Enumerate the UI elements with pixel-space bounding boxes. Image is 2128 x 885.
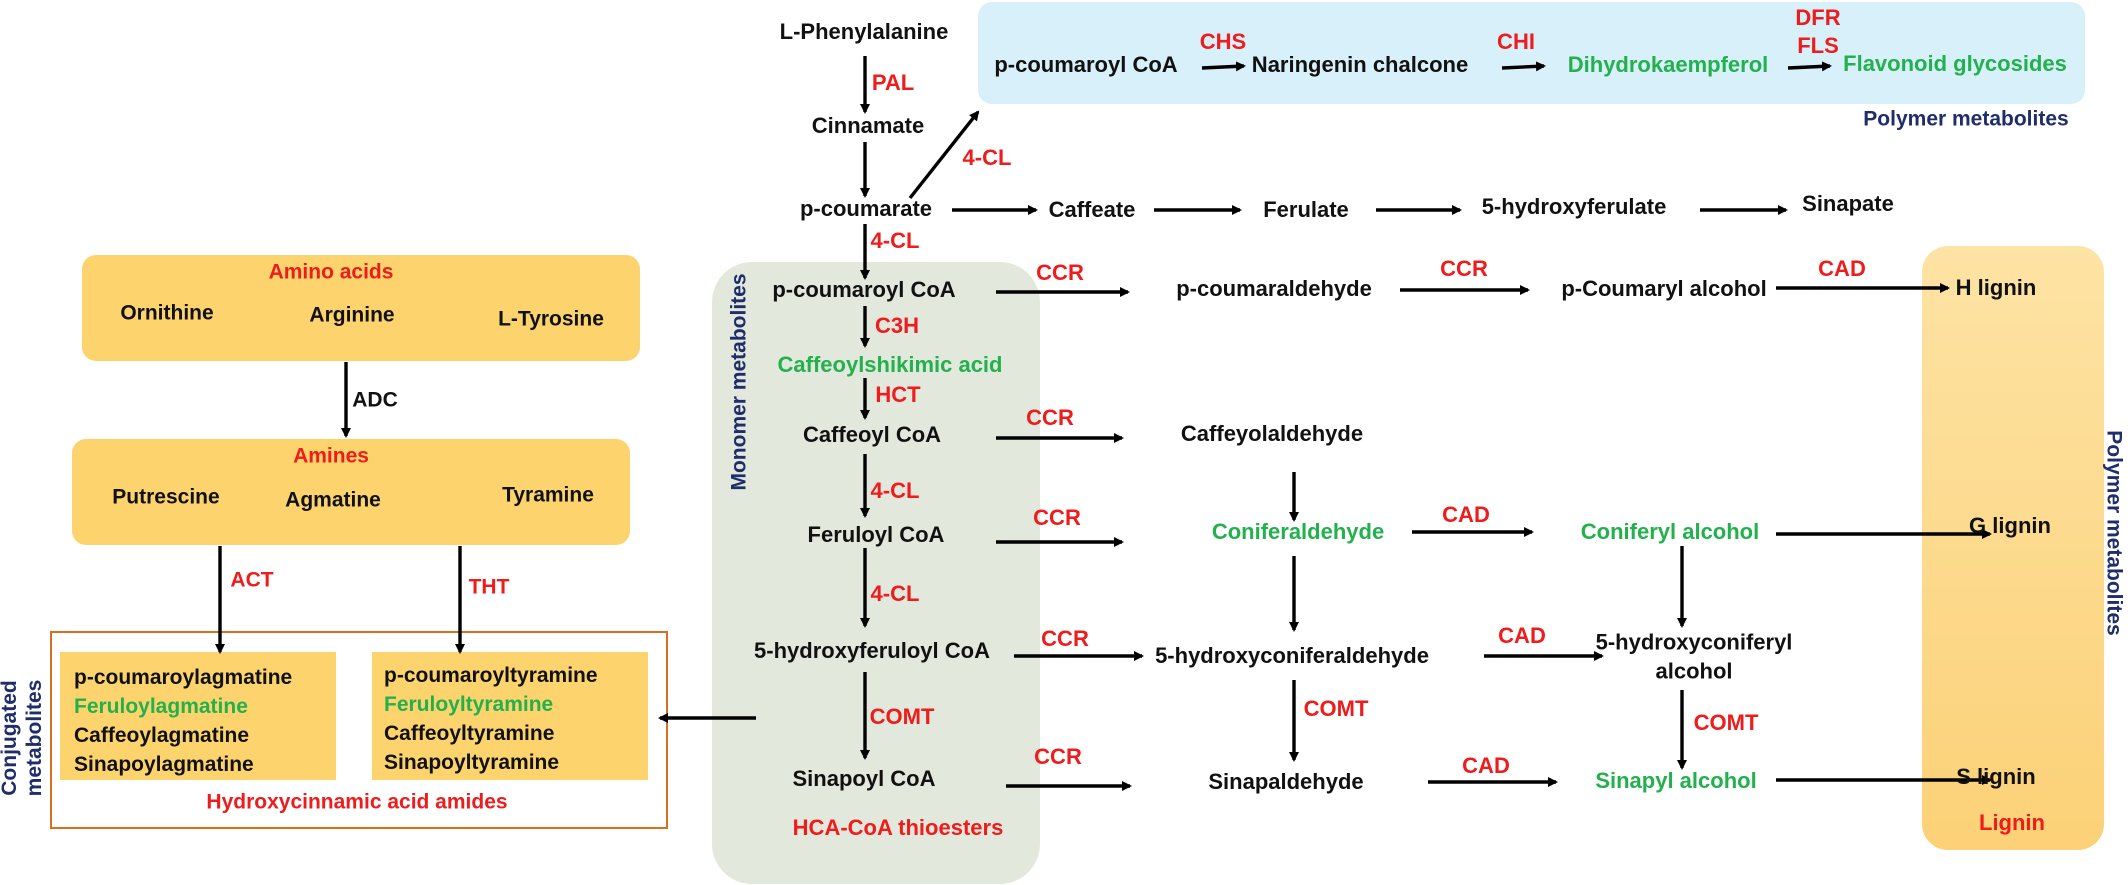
- p-coumaroylagmatine: p-coumaroylagmatine: [74, 666, 293, 689]
- enzyme-act: ACT: [230, 568, 274, 592]
- enzyme-cad-3: CAD: [1498, 623, 1546, 648]
- p-coumaroyl-coa-top: p-coumaroyl CoA: [994, 52, 1178, 77]
- conjugated-metabolites: Conjugated metabolites: [0, 680, 47, 797]
- hca-coa-thioesters: HCA-CoA thioesters: [792, 815, 1004, 840]
- coniferaldehyde: Coniferaldehyde: [1211, 519, 1385, 544]
- tyramine-conjugates: p-coumaroyltyramine Feruloyltyramine Caf…: [384, 661, 598, 777]
- polymer-metabolites-top: Polymer metabolites: [1863, 107, 2069, 131]
- sinapoylagmatine: Sinapoylagmatine: [74, 753, 254, 776]
- enzyme-adc: ADC: [352, 388, 398, 412]
- enzyme-ccr-1: CCR: [1036, 260, 1084, 285]
- s-lignin: S lignin: [1956, 764, 2036, 789]
- enzyme-ccr-4: CCR: [1033, 505, 1081, 530]
- sinapate: Sinapate: [1802, 191, 1894, 216]
- enzyme-cad-4: CAD: [1462, 753, 1510, 778]
- 5-hydroxyconiferyl-alcohol-line2: alcohol: [1655, 658, 1733, 683]
- amino-acids-box: [82, 255, 640, 361]
- enzyme-cad-2: CAD: [1442, 502, 1490, 527]
- ferulate: Ferulate: [1263, 197, 1349, 222]
- polymer-metabolites-side: Polymer metabolites: [2102, 430, 2126, 636]
- amino-acids-title: Amino acids: [268, 260, 394, 284]
- p-coumarate: p-coumarate: [799, 196, 933, 221]
- l-tyrosine: L-Tyrosine: [498, 307, 604, 331]
- agmatine: Agmatine: [285, 488, 381, 512]
- conjugated-metabolites-line2: metabolites: [23, 679, 46, 797]
- enzyme-cad-1: CAD: [1818, 256, 1866, 281]
- 5-hydroxyconiferyl-alcohol: 5-hydroxyconiferyl alcohol: [1596, 628, 1793, 685]
- enzyme-hct: HCT: [875, 382, 921, 407]
- tyramine-conjugates-box: [372, 652, 648, 780]
- 5-hydroxyconiferaldehyde: 5-hydroxyconiferaldehyde: [1155, 643, 1429, 668]
- enzyme-chs: CHS: [1199, 29, 1247, 54]
- p-coumaraldehyde: p-coumaraldehyde: [1176, 276, 1372, 301]
- lignin-label: Lignin: [1979, 810, 2045, 835]
- l-phenylalanine: L-Phenylalanine: [779, 19, 949, 44]
- sinapoyltyramine: Sinapoyltyramine: [384, 751, 560, 774]
- ornithine: Ornithine: [120, 301, 214, 325]
- feruloylagmatine: Feruloylagmatine: [74, 695, 248, 718]
- enzyme-c3h: C3H: [874, 313, 920, 338]
- p-coumaroyl-coa: p-coumaroyl CoA: [772, 277, 956, 302]
- g-lignin: G lignin: [1969, 513, 2051, 538]
- enzyme-4cl-d: 4-CL: [870, 581, 920, 606]
- sinapyl-alcohol: Sinapyl alcohol: [1595, 768, 1757, 793]
- enzyme-tht: THT: [468, 575, 510, 599]
- enzyme-ccr-2: CCR: [1440, 256, 1488, 281]
- sinapoyl-coa: Sinapoyl CoA: [792, 766, 936, 791]
- enzyme-fls: FLS: [1797, 33, 1839, 58]
- enzyme-dfr: DFR: [1795, 5, 1841, 30]
- enzyme-chi: CHI: [1497, 29, 1535, 54]
- caffeoylshikimic-acid: Caffeoylshikimic acid: [777, 352, 1003, 377]
- 5-hydroxyferulate: 5-hydroxyferulate: [1481, 194, 1667, 219]
- tyramine: Tyramine: [502, 483, 594, 507]
- enzyme-comt-b: COMT: [1303, 696, 1369, 721]
- agmatine-conjugates-box: [60, 652, 336, 780]
- enzyme-comt-a: COMT: [869, 704, 935, 729]
- naringenin-chalcone: Naringenin chalcone: [1251, 52, 1469, 77]
- 5-hydroxyferuloyl-coa: 5-hydroxyferuloyl CoA: [754, 638, 990, 663]
- caffeyolaldehyde: Caffeyolaldehyde: [1180, 421, 1364, 446]
- hca-amides-label: Hydroxycinnamic acid amides: [206, 790, 508, 814]
- enzyme-4cl-b: 4-CL: [870, 228, 920, 253]
- putrescine: Putrescine: [112, 485, 220, 509]
- enzyme-ccr-3: CCR: [1026, 405, 1074, 430]
- cinnamate: Cinnamate: [811, 113, 925, 138]
- sinapaldehyde: Sinapaldehyde: [1208, 769, 1364, 794]
- p-coumaryl-alcohol: p-Coumaryl alcohol: [1561, 276, 1767, 301]
- 5-hydroxyconiferyl-alcohol-line1: 5-hydroxyconiferyl: [1595, 629, 1793, 655]
- polymer-flavonoid-box: [978, 2, 2085, 104]
- enzyme-4cl-a: 4-CL: [962, 145, 1012, 170]
- lignin-box: [1922, 246, 2104, 850]
- feruloyltyramine: Feruloyltyramine: [384, 693, 554, 716]
- enzyme-comt-c: COMT: [1693, 710, 1759, 735]
- amines-title: Amines: [293, 444, 369, 468]
- h-lignin: H lignin: [1955, 275, 2037, 300]
- enzyme-ccr-5: CCR: [1041, 626, 1089, 651]
- p-coumaroyltyramine: p-coumaroyltyramine: [384, 664, 598, 687]
- coniferyl-alcohol: Coniferyl alcohol: [1580, 519, 1760, 544]
- amines-box: [72, 439, 630, 545]
- feruloyl-coa: Feruloyl CoA: [807, 522, 945, 547]
- monomer-box: [712, 262, 1040, 884]
- conjugated-metabolites-line1: Conjugated: [0, 680, 21, 796]
- flavonoid-glycosides: Flavonoid glycosides: [1843, 51, 2067, 76]
- caffeate: Caffeate: [1048, 197, 1136, 222]
- enzyme-ccr-6: CCR: [1034, 744, 1082, 769]
- enzyme-4cl-c: 4-CL: [870, 478, 920, 503]
- dihydrokaempferol: Dihydrokaempferol: [1567, 52, 1769, 77]
- enzyme-pal: PAL: [871, 70, 915, 95]
- caffeoyl-coa: Caffeoyl CoA: [802, 422, 942, 447]
- arginine: Arginine: [309, 303, 395, 327]
- monomer-metabolites: Monomer metabolites: [727, 273, 751, 491]
- caffeoyltyramine: Caffeoyltyramine: [384, 722, 555, 745]
- caffeoylagmatine: Caffeoylagmatine: [74, 724, 250, 747]
- agmatine-conjugates: p-coumaroylagmatine Feruloylagmatine Caf…: [74, 663, 292, 779]
